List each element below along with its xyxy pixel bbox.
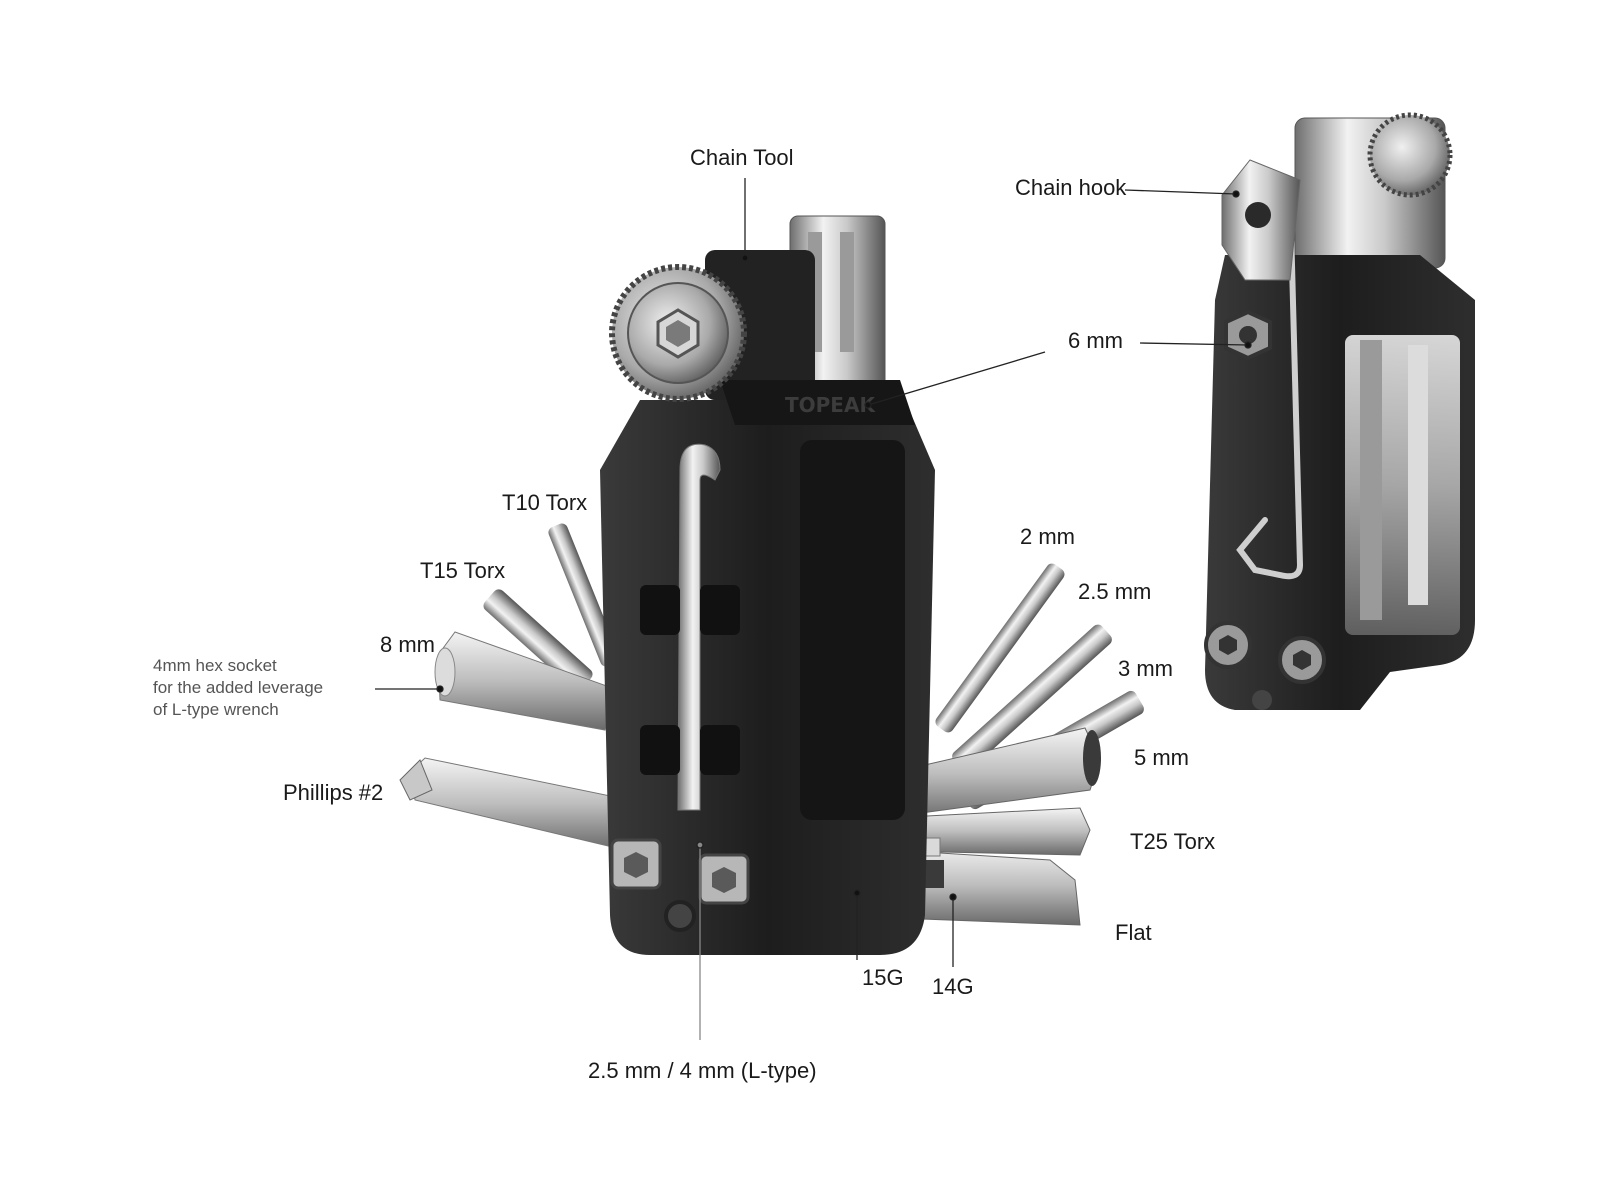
t15-torx-bit bbox=[483, 589, 593, 691]
l-type-wrench bbox=[677, 443, 721, 811]
label-14g: 14G bbox=[932, 974, 974, 999]
two-five-mm-hex-key bbox=[952, 624, 1112, 772]
label-t10-torx: T10 Torx bbox=[502, 490, 588, 515]
two-mm-hex-key bbox=[935, 563, 1065, 733]
chain-hook-wire bbox=[1236, 187, 1304, 580]
chain-hook-pivot bbox=[664, 900, 696, 932]
label-3mm: 3 mm bbox=[1118, 656, 1173, 681]
label-15g: 15G bbox=[862, 965, 904, 990]
closed-tool-back-view bbox=[1204, 112, 1475, 710]
brand-plate bbox=[720, 380, 915, 425]
note-line-3: of L-type wrench bbox=[153, 700, 279, 719]
t10-torx-bit bbox=[548, 523, 620, 667]
label-l-type: 2.5 mm / 4 mm (L-type) bbox=[588, 1058, 817, 1083]
hex-socket-note: 4mm hex socket for the added leverage of… bbox=[153, 655, 323, 721]
closed-tool-knob bbox=[1367, 112, 1453, 198]
note-line-1: 4mm hex socket bbox=[153, 656, 277, 675]
leader-lines bbox=[375, 178, 1252, 1040]
phillips-bit bbox=[399, 757, 631, 851]
label-6mm: 6 mm bbox=[1068, 328, 1123, 353]
body-inner-recess bbox=[800, 440, 905, 820]
label-t25-torx: T25 Torx bbox=[1130, 829, 1216, 854]
label-t15-torx: T15 Torx bbox=[420, 558, 506, 583]
main-tool-open: TOPEAK bbox=[399, 215, 1144, 955]
label-2mm: 2 mm bbox=[1020, 524, 1075, 549]
label-8mm: 8 mm bbox=[380, 632, 435, 657]
label-chain-tool: Chain Tool bbox=[690, 145, 794, 170]
label-flat: Flat bbox=[1115, 920, 1152, 945]
label-2-5mm: 2.5 mm bbox=[1078, 579, 1152, 604]
label-chain-hook: Chain hook bbox=[1015, 175, 1127, 200]
label-phillips: Phillips #2 bbox=[283, 780, 384, 805]
note-line-2: for the added leverage bbox=[153, 678, 324, 697]
label-5mm: 5 mm bbox=[1134, 745, 1189, 770]
brand-logo: TOPEAK bbox=[785, 393, 876, 417]
